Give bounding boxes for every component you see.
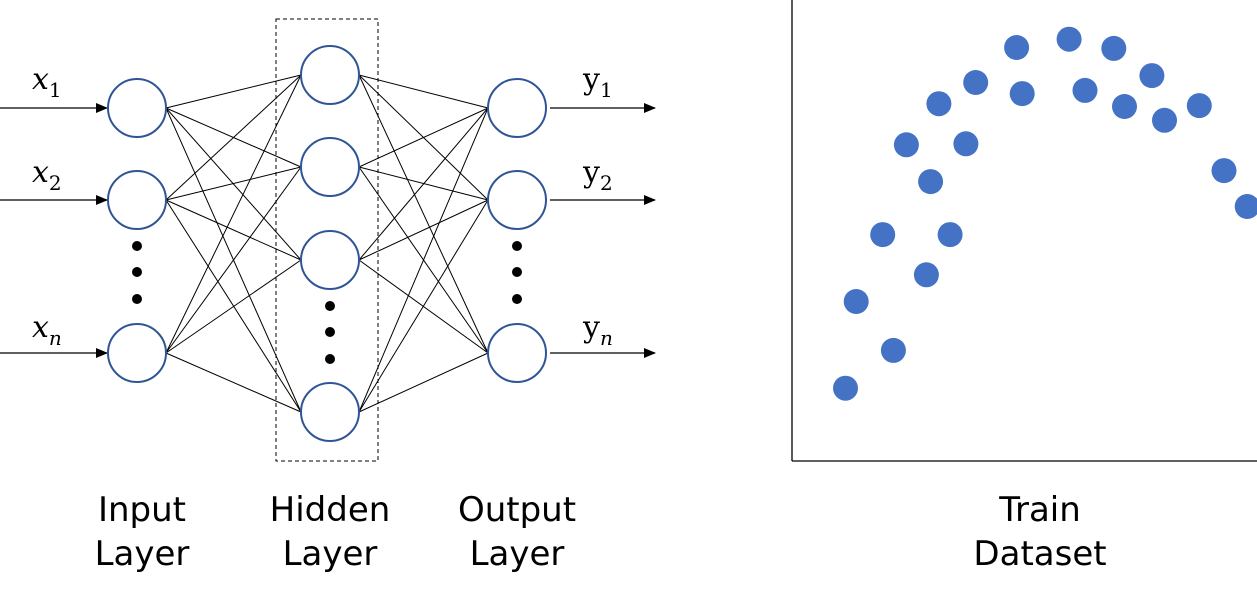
scatter-point: [963, 70, 989, 95]
ellipsis-dot: [132, 267, 142, 277]
scatter-points: [833, 26, 1257, 401]
ellipsis-dot: [132, 294, 142, 304]
hidden-output-connection: [358, 74, 489, 354]
hidden-output-connection: [358, 107, 489, 261]
input-hidden-connection: [165, 74, 302, 109]
scatter-point: [893, 132, 919, 158]
output-label-subscript: n: [600, 326, 613, 350]
input-label: x2: [32, 155, 62, 195]
connections: [165, 74, 489, 413]
input-layer-caption-line-1: Input: [97, 490, 187, 530]
scatter-point: [1112, 94, 1137, 119]
input-hidden-connection: [165, 74, 302, 201]
hidden-output-connection: [358, 107, 489, 168]
io-arrows: [0, 103, 656, 358]
ellipsis-dot: [325, 354, 335, 364]
scatter-point: [926, 91, 952, 117]
input-layer-caption-line-2: Layer: [94, 534, 190, 574]
input-label: x1: [32, 62, 62, 102]
input-hidden-connection: [165, 352, 302, 413]
ellipsis-dot: [325, 301, 335, 311]
output-label-base: y: [582, 155, 600, 190]
hidden-layer-caption: Hidden Layer: [255, 488, 405, 576]
scatter-point: [937, 222, 963, 248]
output-node: [487, 78, 547, 138]
scatter-point: [918, 169, 944, 195]
scatter-point: [1211, 158, 1237, 184]
scatter-point: [880, 337, 906, 363]
scatter-point: [1186, 93, 1212, 119]
output-node: [487, 323, 547, 383]
ellipsis-dot: [325, 327, 335, 337]
nodes: [107, 45, 547, 442]
train-dataset-caption: Train Dataset: [960, 488, 1120, 576]
output-label-base: y: [582, 310, 600, 345]
output-layer-caption-line-1: Output: [457, 490, 577, 530]
scatter-point: [1139, 63, 1165, 89]
train-dataset-caption-line-1: Train: [999, 490, 1081, 530]
output-layer-caption: Output Layer: [446, 488, 588, 576]
input-label-subscript: 1: [49, 78, 62, 102]
hidden-node: [300, 45, 360, 105]
input-hidden-connection: [165, 259, 302, 354]
ellipsis-dot: [512, 294, 522, 304]
input-label-base: x: [32, 62, 49, 97]
scatter-point: [1009, 81, 1035, 107]
hidden-layer-caption-line-2: Layer: [282, 534, 378, 574]
scatter-point: [1072, 77, 1098, 103]
hidden-layer-box: [275, 18, 379, 462]
input-node: [107, 78, 167, 138]
output-label-subscript: 1: [600, 78, 613, 102]
output-label: y1: [582, 62, 613, 102]
hidden-output-connection: [358, 352, 489, 413]
hidden-node: [300, 382, 360, 442]
scatter-point: [913, 262, 939, 288]
output-label: y2: [582, 155, 613, 195]
scatter-point: [870, 222, 896, 248]
input-label: xn: [32, 310, 62, 350]
input-label-subscript: 2: [49, 171, 62, 195]
output-label-base: y: [582, 62, 600, 97]
scatter-point: [833, 375, 858, 401]
hidden-output-connection: [358, 74, 489, 109]
hidden-output-connection: [358, 199, 489, 413]
scatter-point: [1152, 107, 1177, 133]
hidden-node: [300, 230, 360, 290]
train-dataset-caption-line-2: Dataset: [973, 534, 1107, 574]
scatter-point: [1056, 26, 1082, 52]
hidden-output-connection: [358, 107, 489, 413]
scatter-point: [953, 131, 979, 157]
scatter-point: [1004, 35, 1030, 60]
scatter-point: [1101, 35, 1127, 61]
input-label-subscript: n: [49, 326, 62, 350]
input-node: [107, 170, 167, 230]
ellipsis-dot: [512, 267, 522, 277]
ellipsis-dot: [512, 241, 522, 251]
output-layer-caption-line-2: Layer: [469, 534, 565, 574]
output-label-subscript: 2: [600, 171, 613, 195]
hidden-node: [300, 137, 360, 197]
hidden-layer-caption-line-1: Hidden: [269, 490, 391, 530]
output-node: [487, 170, 547, 230]
input-hidden-connection: [165, 199, 302, 261]
ellipsis-dots: [132, 241, 522, 364]
input-hidden-connection: [165, 166, 302, 354]
input-layer-caption: Input Layer: [82, 488, 202, 576]
scatter-point: [843, 289, 869, 314]
scatter-point: [1234, 194, 1257, 219]
hidden-output-connection: [358, 199, 489, 261]
input-hidden-connection: [165, 74, 302, 354]
output-label: yn: [582, 310, 613, 350]
ellipsis-dot: [132, 241, 142, 251]
train-dataset-scatter: [791, 0, 1257, 462]
input-hidden-connection: [165, 166, 302, 201]
input-label-base: x: [32, 310, 49, 345]
input-label-base: x: [32, 155, 49, 190]
input-node: [107, 323, 167, 383]
